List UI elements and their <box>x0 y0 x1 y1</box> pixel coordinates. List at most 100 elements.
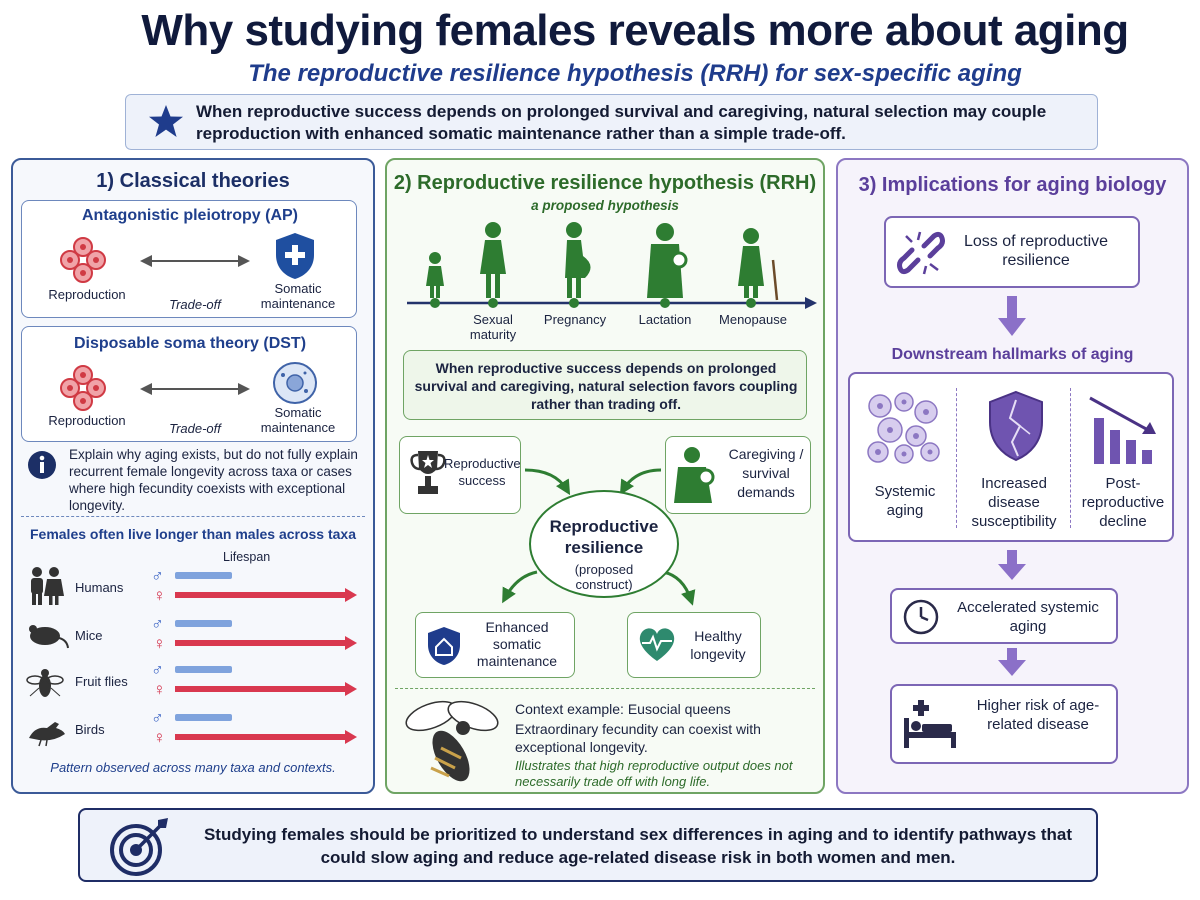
timeline-sexual-maturity: Sexual maturity <box>469 312 517 342</box>
ap-somatic-label: Somatic maintenance <box>260 281 336 311</box>
page-title: Why studying females reveals more about … <box>141 6 1129 55</box>
life-timeline <box>407 297 817 309</box>
trade-off-arrow <box>140 383 250 395</box>
taxon-label: Fruit flies <box>75 674 128 689</box>
key-statement: When reproductive success depends on pro… <box>196 102 1047 143</box>
divider <box>21 516 365 517</box>
dst-reproduction-label: Reproduction <box>48 413 126 428</box>
disease-risk-box: Higher risk of age-related disease <box>890 684 1118 764</box>
male-lifespan-bar <box>175 714 232 721</box>
clock-icon <box>903 599 939 635</box>
page-subtitle: The reproductive resilience hypothesis (… <box>248 60 1022 87</box>
reproductive-resilience-node: Reproductive resilience (proposed constr… <box>529 490 679 598</box>
rrh-statement: When reproductive success depends on pro… <box>414 360 798 412</box>
humans-icon <box>31 567 64 605</box>
taxon-label: Mice <box>75 628 103 643</box>
timeline-menopause: Menopause <box>719 312 787 327</box>
trophy-icon <box>410 451 446 494</box>
conclusion-text: Studying females should be prioritized t… <box>203 825 1073 867</box>
cells-cluster-icon <box>867 392 940 464</box>
panel3-heading: 3) Implications for aging biology <box>858 174 1167 196</box>
female-symbol: ♀ <box>153 680 166 699</box>
male-lifespan-bar <box>175 620 232 627</box>
divider <box>956 388 957 528</box>
star-icon <box>149 105 183 137</box>
dst-title: Disposable soma theory (DST) <box>73 335 307 352</box>
queen-bee-icon <box>405 700 499 782</box>
cracked-shield-icon <box>989 390 1043 462</box>
proposed-construct-label: (proposed construct) <box>574 562 634 592</box>
rrh-statement-box: When reproductive success depends on pro… <box>403 350 807 420</box>
female-lifespan-bar <box>175 730 357 744</box>
shield-plus-icon <box>276 233 314 279</box>
panel1-heading: 1) Classical theories <box>96 170 290 192</box>
taxon-label: Birds <box>75 722 105 737</box>
reproductive-resilience-label: Reproductive resilience <box>549 517 659 557</box>
healthy-longevity-box: Healthy longevity <box>627 612 761 678</box>
ap-trade-off-label: Trade-off <box>169 297 221 312</box>
trade-off-arrow <box>140 255 250 267</box>
male-lifespan-bar <box>175 666 232 673</box>
context-title: Context example: Eusocial queens <box>515 701 731 717</box>
reproduction-cells-icon <box>60 365 106 411</box>
fruit-fly-icon <box>26 669 64 697</box>
loss-label: Loss of reproductive resilience <box>963 233 1109 269</box>
lifespan-axis-label: Lifespan <box>223 550 271 564</box>
somatic-cell-icon <box>273 362 317 404</box>
implication-arrows <box>998 296 1026 676</box>
enhanced-maintenance-box: Enhanced somatic maintenance <box>415 612 575 678</box>
female-symbol: ♀ <box>153 634 166 653</box>
male-symbol: ♂ <box>151 660 164 679</box>
female-lifespan-bar <box>175 588 357 602</box>
ap-title: Antagonistic pleiotropy (AP) <box>82 207 298 224</box>
hallmarks-heading: Downstream hallmarks of aging <box>891 346 1134 363</box>
hallmarks-box: Systemic aging Increased disease suscept… <box>848 372 1174 542</box>
hallmark-systemic-aging: Systemic aging <box>874 483 936 519</box>
conclusion-box: Studying females should be prioritized t… <box>78 808 1098 882</box>
life-stages-figures <box>426 222 779 301</box>
reproductive-success-box: Reproductive success <box>399 436 521 514</box>
female-lifespan-bar <box>175 682 357 696</box>
bird-icon <box>29 722 65 747</box>
reproduction-cells-icon <box>60 237 106 283</box>
lifespan-heading: Females often live longer than males acr… <box>29 526 357 542</box>
male-symbol: ♂ <box>151 566 164 585</box>
panel2-heading: 2) Reproductive resilience hypothesis (R… <box>393 172 817 194</box>
info-note: Explain why aging exists, but do not ful… <box>69 447 358 513</box>
dst-trade-off-label: Trade-off <box>169 421 221 436</box>
ap-reproduction-label: Reproduction <box>48 287 126 302</box>
accelerated-aging-label: Accelerated systemic aging <box>957 599 1099 635</box>
panel2-subheading: a proposed hypothesis <box>531 198 679 213</box>
loss-box: Loss of reproductive resilience <box>884 216 1140 288</box>
divider <box>395 688 815 689</box>
accelerated-aging-box: Accelerated systemic aging <box>890 588 1118 644</box>
info-icon <box>28 451 56 479</box>
divider <box>1070 388 1071 528</box>
panel-classical-theories: 1) Classical theories Antagonistic pleio… <box>11 158 375 794</box>
female-lifespan-bar <box>175 636 357 650</box>
heart-pulse-icon <box>639 628 675 661</box>
shield-house-icon <box>428 627 460 665</box>
caregiving-box: Caregiving / survival demands <box>665 436 811 514</box>
ap-box: Antagonistic pleiotropy (AP) Reproductio… <box>21 200 357 318</box>
reproductive-success-label: Reproductive success <box>444 456 521 488</box>
healthy-longevity-label: Healthy longevity <box>690 628 746 662</box>
female-symbol: ♀ <box>153 586 166 605</box>
declining-bars-icon <box>1089 396 1156 464</box>
lifespan-chart: Humans♂♀Mice♂♀Fruit flies♂♀Birds♂♀ <box>13 560 373 760</box>
disease-risk-label: Higher risk of age-related disease <box>976 697 1100 733</box>
male-symbol: ♂ <box>151 614 164 633</box>
panel-implications: 3) Implications for aging biology Loss o… <box>836 158 1189 794</box>
female-symbol: ♀ <box>153 728 166 747</box>
male-lifespan-bar <box>175 572 232 579</box>
male-symbol: ♂ <box>151 708 164 727</box>
taxon-label: Humans <box>75 580 124 595</box>
panel-rrh: 2) Reproductive resilience hypothesis (R… <box>385 158 825 794</box>
mother-child-icon <box>674 447 715 503</box>
hallmark-post-reproductive-decline: Post-reproductive decline <box>1081 475 1165 530</box>
target-icon <box>110 818 168 876</box>
panel1-footer: Pattern observed across many taxa and co… <box>50 760 336 775</box>
key-statement-box: When reproductive success depends on pro… <box>125 94 1098 150</box>
broken-link-icon <box>897 231 945 275</box>
caregiving-label: Caregiving / survival demands <box>728 446 804 500</box>
